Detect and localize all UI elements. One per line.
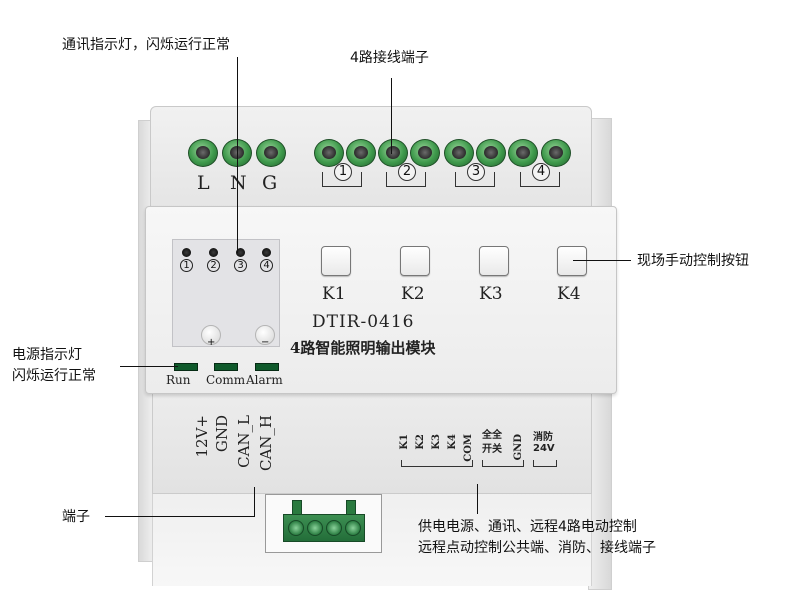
gnd-control-label: GND: [513, 434, 524, 461]
pot-plus-label: +: [207, 337, 216, 348]
channel-indicator-led-3: [236, 248, 245, 257]
callout-bottom-line1: 供电电源、通讯、远程4路电动控制: [418, 519, 637, 535]
output-terminal-screw: [410, 139, 440, 167]
leader-terminal-v: [254, 487, 255, 517]
leader-comm-indicator: [237, 57, 238, 253]
terminal-screw-l: [188, 139, 218, 167]
manual-button-k2[interactable]: [400, 246, 430, 276]
button-label-k2: K2: [401, 284, 425, 304]
fire-group-bracket: [533, 460, 557, 467]
potentiometer-plus[interactable]: [201, 325, 221, 345]
terminal-label-n: N: [230, 172, 247, 194]
status-led-run: [174, 363, 198, 371]
callout-power-indicator-line1: 电源指示灯: [12, 347, 82, 363]
model-number: DTIR-0416: [312, 312, 415, 332]
terminal-label-12v: 12V+: [193, 415, 211, 458]
callout-bottom-line2: 远程点动控制公共端、消防、接线端子: [418, 540, 656, 556]
output-terminal-screw: [378, 139, 408, 167]
potentiometer-minus[interactable]: [255, 325, 275, 345]
relay-contact-symbol-3: [455, 172, 495, 187]
callout-power-indicator-line2: 闪烁运行正常: [12, 368, 96, 384]
leader-bottom: [477, 484, 478, 514]
relay-contact-symbol-4: [520, 172, 560, 187]
plug-pin: [307, 520, 323, 536]
all-on-off-bottom-label: 开关: [482, 444, 502, 455]
status-led-alarm: [255, 363, 279, 371]
leader-power-indicator: [120, 366, 178, 367]
leader-terminal-h: [105, 516, 255, 517]
button-label-k4: K4: [557, 284, 581, 304]
leader-manual-button: [573, 260, 631, 261]
relay-number-4: 4: [532, 163, 550, 181]
relay-number-3: 3: [467, 163, 485, 181]
output-terminal-screw: [508, 139, 538, 167]
leader-terminals: [391, 78, 392, 154]
device-bottom-housing: [152, 392, 592, 494]
control-label-k2: K2: [415, 434, 426, 450]
callout-terminal: 端子: [62, 509, 90, 525]
control-label-k3: K3: [431, 434, 442, 450]
all-group-bracket: [482, 460, 524, 467]
terminal-label-can-l: CAN_L: [235, 415, 253, 468]
output-terminal-screw: [346, 139, 376, 167]
relay-number-1: 1: [334, 163, 352, 181]
button-label-k3: K3: [479, 284, 503, 304]
channel-indicator-number-2: 2: [207, 259, 220, 272]
channel-indicator-led-2: [209, 248, 218, 257]
relay-contact-symbol-1: [322, 172, 362, 187]
pot-minus-label: −: [261, 337, 270, 348]
manual-button-k1[interactable]: [321, 246, 351, 276]
terminal-screw-g: [256, 139, 286, 167]
channel-indicator-number-1: 1: [180, 259, 193, 272]
relay-contact-symbol-2: [386, 172, 426, 187]
fire-label: 消防: [533, 432, 553, 443]
terminal-label-gnd: GND: [213, 415, 231, 453]
channel-indicator-number-4: 4: [260, 259, 273, 272]
button-label-k1: K1: [322, 284, 346, 304]
terminal-label-l: L: [197, 172, 210, 194]
channel-indicator-number-3: 3: [234, 259, 247, 272]
output-terminal-screw: [314, 139, 344, 167]
terminal-label-g: G: [262, 172, 278, 194]
output-terminal-screw: [444, 139, 474, 167]
terminal-label-can-h: CAN_H: [257, 415, 275, 472]
relay-number-2: 2: [398, 163, 416, 181]
model-name: 4路智能照明输出模块: [290, 339, 436, 357]
plug-pin: [345, 520, 361, 536]
control-label-k1: K1: [399, 434, 410, 450]
control-group-bracket: [401, 460, 473, 467]
status-led-comm: [214, 363, 238, 371]
callout-manual-button: 现场手动控制按钮: [637, 253, 749, 269]
channel-indicator-led-4: [262, 248, 271, 257]
channel-indicator-led-1: [182, 248, 191, 257]
plug-pin: [326, 520, 342, 536]
status-label-comm: Comm: [206, 373, 246, 387]
control-label-com: COM: [463, 434, 474, 462]
status-label-alarm: Alarm: [246, 373, 283, 387]
plug-pin: [288, 520, 304, 536]
output-terminal-screw: [541, 139, 571, 167]
status-label-run: Run: [166, 373, 191, 387]
output-terminal-screw: [476, 139, 506, 167]
callout-comm-indicator: 通讯指示灯，闪烁运行正常: [62, 37, 230, 53]
callout-terminals: 4路接线端子: [350, 50, 429, 66]
control-label-k4: K4: [447, 434, 458, 450]
all-on-off-top-label: 全全: [482, 430, 502, 441]
manual-button-k3[interactable]: [479, 246, 509, 276]
indicator-window: [172, 239, 280, 347]
fire-voltage-label: 24V: [533, 443, 555, 454]
manual-button-k4[interactable]: [557, 246, 587, 276]
